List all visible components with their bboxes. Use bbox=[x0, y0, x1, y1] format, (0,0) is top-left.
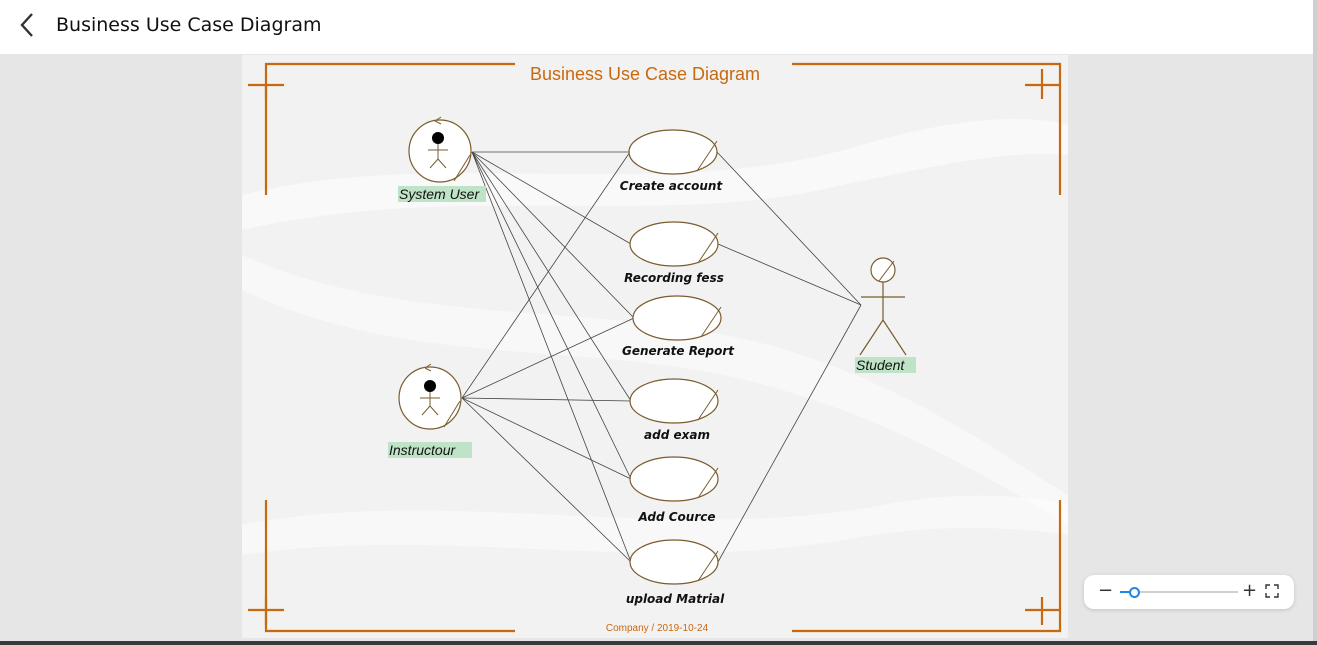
zoom-slider-fill bbox=[1120, 591, 1135, 593]
use-case-generate-report[interactable]: Generate Report bbox=[622, 295, 735, 358]
use-case-upload-material[interactable]: upload Matrial bbox=[626, 539, 725, 606]
use-case-label: Generate Report bbox=[622, 344, 735, 358]
zoom-out-button[interactable]: − bbox=[1098, 580, 1114, 601]
chevron-left-icon bbox=[20, 13, 33, 37]
zoom-control: − + bbox=[1084, 575, 1294, 609]
association-line bbox=[717, 304, 862, 563]
page-title: Business Use Case Diagram bbox=[56, 14, 322, 36]
window-edge bbox=[1313, 0, 1317, 645]
association-line bbox=[471, 151, 632, 245]
association-line bbox=[717, 243, 862, 306]
zoom-slider-thumb[interactable] bbox=[1129, 587, 1141, 598]
use-case-label: Recording fess bbox=[624, 271, 724, 285]
association-line bbox=[471, 151, 632, 480]
use-case-add-course[interactable]: Add Cource bbox=[629, 456, 719, 524]
window-edge bbox=[0, 641, 1317, 645]
background-wave bbox=[242, 255, 1068, 525]
fit-screen-icon bbox=[1265, 584, 1279, 598]
association-line bbox=[461, 151, 631, 399]
actor-label: Student bbox=[856, 357, 905, 373]
actor-instructor[interactable]: Instructour bbox=[388, 363, 472, 458]
association-line bbox=[716, 151, 862, 306]
actor-label: System User bbox=[399, 186, 480, 202]
diagram-canvas[interactable]: Business Use Case Diagram Company / 2019… bbox=[242, 55, 1068, 638]
fit-screen-button[interactable] bbox=[1265, 584, 1279, 598]
use-case-create-account[interactable]: Create account bbox=[620, 129, 724, 193]
zoom-slider-track[interactable] bbox=[1120, 587, 1238, 598]
association-line bbox=[461, 397, 632, 480]
association-line bbox=[471, 151, 635, 319]
use-case-diagram: Business Use Case Diagram Company / 2019… bbox=[242, 62, 1068, 634]
use-case-label: add exam bbox=[644, 428, 710, 442]
association-lines bbox=[461, 151, 862, 563]
actor-system-user[interactable]: System User bbox=[398, 116, 486, 202]
use-case-label: Add Cource bbox=[637, 510, 715, 524]
association-line bbox=[461, 317, 635, 399]
back-button[interactable] bbox=[14, 10, 44, 40]
diagram-footer: Company / 2019-10-24 bbox=[606, 623, 709, 634]
background-wave bbox=[242, 119, 1068, 230]
use-case-label: upload Matrial bbox=[626, 592, 725, 606]
top-bar: Business Use Case Diagram bbox=[0, 0, 1313, 54]
diagram-frame bbox=[248, 62, 1062, 633]
zoom-in-button[interactable]: + bbox=[1242, 580, 1258, 601]
association-line bbox=[461, 397, 632, 402]
actor-label: Instructour bbox=[389, 442, 456, 458]
association-line bbox=[461, 397, 632, 563]
background-wave bbox=[242, 495, 1068, 555]
actor-student[interactable]: Student bbox=[855, 257, 916, 373]
use-case-add-exam[interactable]: add exam bbox=[629, 378, 719, 442]
use-case-label: Create account bbox=[620, 179, 724, 193]
use-case-recording-fees[interactable]: Recording fess bbox=[624, 221, 724, 285]
diagram-title: Business Use Case Diagram bbox=[530, 64, 760, 84]
association-line bbox=[471, 151, 632, 563]
association-line bbox=[471, 151, 632, 402]
